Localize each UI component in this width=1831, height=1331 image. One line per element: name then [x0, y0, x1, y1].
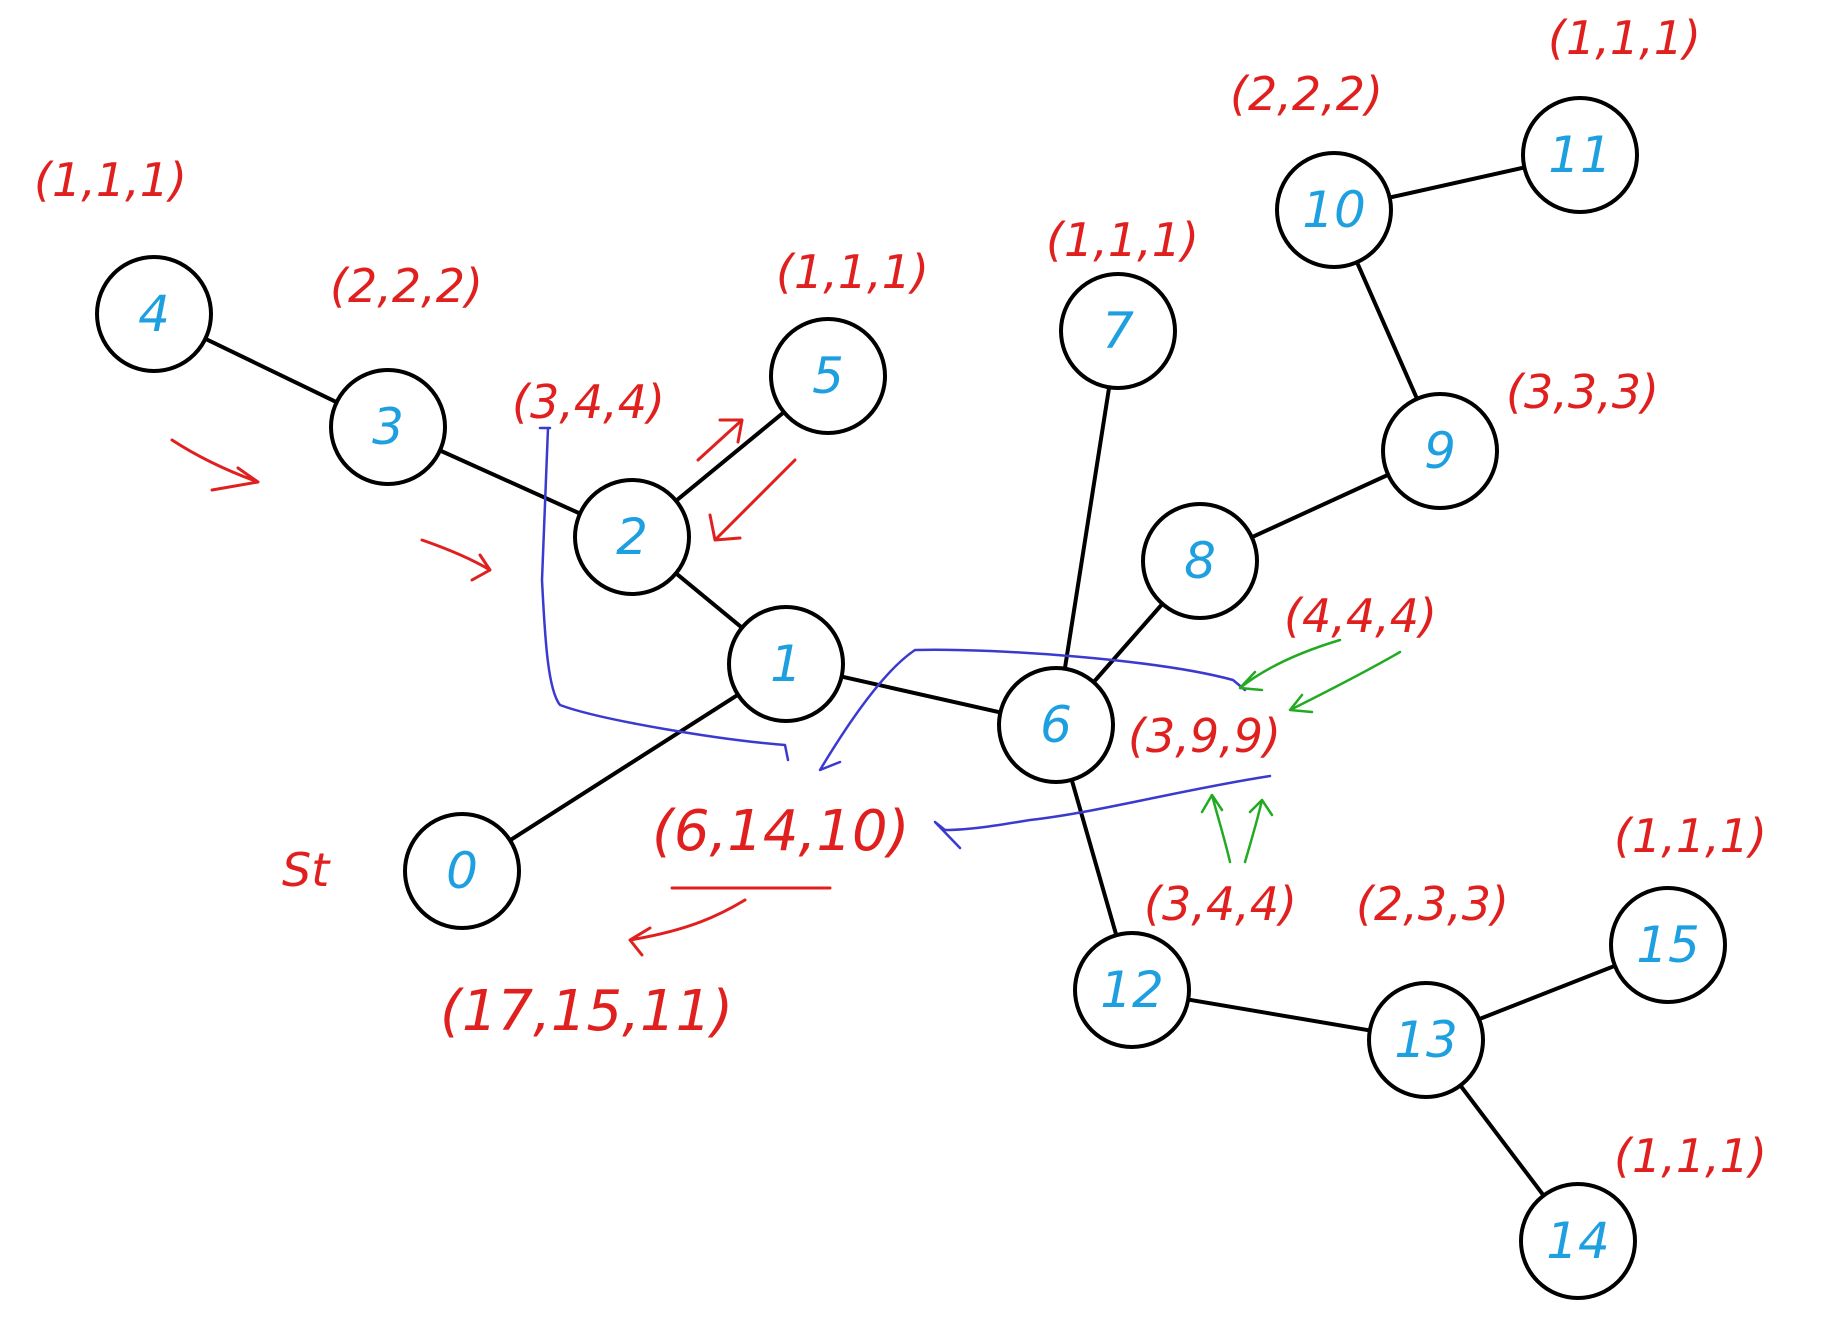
edge-6-7 [1054, 329, 1120, 727]
node-label-14: 14 [1546, 1212, 1610, 1270]
node-12: 12 [1073, 931, 1191, 1049]
node-label-11: 11 [1548, 126, 1612, 184]
node-circle-0 [403, 812, 521, 930]
red-arrow-to-root [628, 898, 747, 957]
node-9: 9 [1381, 392, 1499, 510]
tuple-node-2: (3,4,4) [512, 375, 665, 429]
node-circle-5 [769, 317, 887, 435]
node-7: 7 [1059, 272, 1177, 390]
blue-connector-from-6 [818, 648, 1247, 772]
node-15: 15 [1609, 886, 1727, 1004]
tuple-node-14: (1,1,1) [1614, 1129, 1767, 1183]
red-arrow-2-to-5 [696, 418, 744, 462]
node-label-1: 1 [770, 635, 802, 693]
tuple-annotations: (1,1,1) (2,2,2) (3,4,4) (1,1,1) (1,1,1) … [34, 11, 1767, 1183]
node-circle-9 [1381, 392, 1499, 510]
node-5: 5 [769, 317, 887, 435]
node-circle-8 [1141, 502, 1259, 620]
green-arrow-8-to-6 [1238, 638, 1342, 692]
tuple-node-3: (2,2,2) [330, 259, 483, 313]
blue-connector-from-2 [538, 426, 790, 762]
node-0: 0 [403, 812, 521, 930]
tuple-node-1: (6,14,10) [652, 799, 909, 864]
node-1: 1 [727, 605, 845, 723]
node-label-10: 10 [1302, 181, 1366, 239]
annotation-ink [170, 418, 1402, 957]
node-circle-12 [1073, 931, 1191, 1049]
node-3: 3 [329, 368, 447, 486]
node-circle-2 [573, 478, 691, 596]
node-label-4: 4 [138, 285, 170, 343]
node-13: 13 [1367, 981, 1485, 1099]
node-circle-7 [1059, 272, 1177, 390]
node-8: 8 [1141, 502, 1259, 620]
node-circle-10 [1275, 151, 1393, 269]
node-circle-11 [1521, 96, 1639, 214]
node-label-8: 8 [1184, 532, 1216, 590]
edge-0-1 [460, 662, 788, 873]
node-label-3: 3 [372, 398, 404, 456]
green-arrow-12-to-6 [1200, 793, 1232, 864]
tuple-node-12: (3,4,4) [1144, 877, 1297, 931]
node-label-2: 2 [616, 508, 648, 566]
blue-connector-from-12 [933, 774, 1272, 850]
node-label-5: 5 [812, 347, 844, 405]
node-10: 10 [1275, 151, 1393, 269]
green-arrow-13-to-6 [1243, 798, 1274, 864]
tuple-node-9: (3,3,3) [1506, 365, 1659, 419]
tuple-node-8: (4,4,4) [1284, 589, 1437, 643]
node-label-7: 7 [1102, 302, 1134, 360]
node-circle-3 [329, 368, 447, 486]
tuple-node-13: (2,3,3) [1356, 877, 1509, 931]
node-4: 4 [95, 255, 213, 373]
node-label-13: 13 [1394, 1011, 1458, 1069]
tuple-node-11: (1,1,1) [1548, 11, 1701, 65]
red-arrow-3-2 [420, 538, 492, 582]
node-label-9: 9 [1424, 422, 1456, 480]
node-2: 2 [573, 478, 691, 596]
tuple-node-0: (17,15,11) [440, 979, 733, 1044]
node-6: 6 [997, 666, 1115, 784]
start-label: St [282, 843, 331, 897]
node-circle-4 [95, 255, 213, 373]
node-label-12: 12 [1100, 961, 1164, 1019]
tuple-node-10: (2,2,2) [1230, 67, 1383, 121]
node-circle-14 [1519, 1182, 1637, 1300]
tuple-node-15: (1,1,1) [1614, 809, 1767, 863]
node-14: 14 [1519, 1182, 1637, 1300]
node-label-15: 15 [1636, 916, 1700, 974]
green-arrow-8b-to-6 [1288, 650, 1402, 714]
node-circle-13 [1367, 981, 1485, 1099]
node-label-6: 6 [1040, 696, 1072, 754]
tuple-node-4: (1,1,1) [34, 153, 187, 207]
red-arrow-4-3 [170, 438, 260, 492]
node-circle-1 [727, 605, 845, 723]
node-circle-15 [1609, 886, 1727, 1004]
red-arrow-5-to-2 [708, 458, 797, 542]
tuple-node-6: (3,9,9) [1128, 709, 1281, 763]
node-circle-6 [997, 666, 1115, 784]
node-11: 11 [1521, 96, 1639, 214]
node-label-0: 0 [446, 842, 478, 900]
tuple-node-7: (1,1,1) [1046, 213, 1199, 267]
tuple-node-5: (1,1,1) [776, 245, 929, 299]
